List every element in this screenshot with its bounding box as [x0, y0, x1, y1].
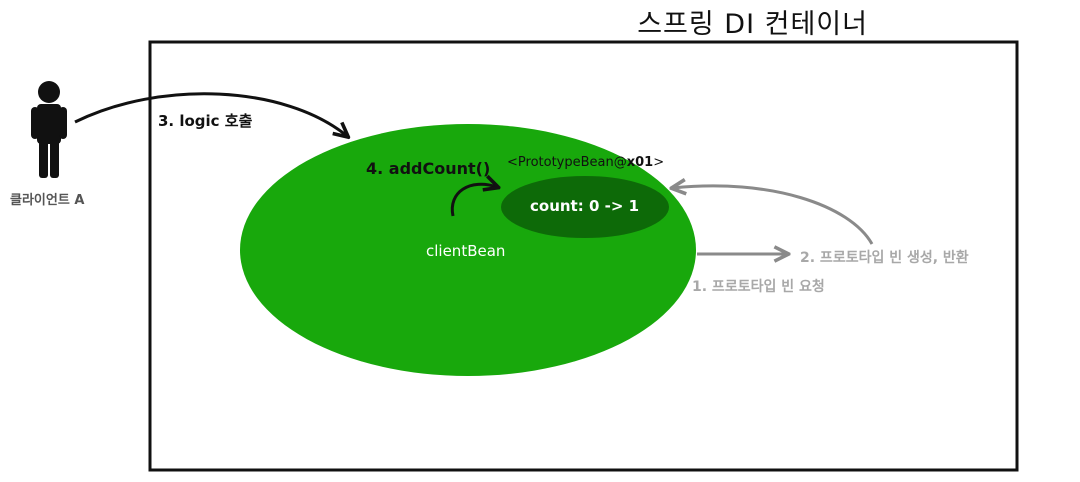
prototype-tag-suffix: > — [653, 155, 665, 170]
logic-call-label: 3. logic 호출 — [158, 112, 253, 130]
prototype-bean-tag: <PrototypeBean@x01> — [507, 155, 664, 170]
prototype-bean-ellipse — [499, 174, 671, 240]
client-person-icon — [31, 81, 67, 178]
client-bean-label: clientBean — [426, 242, 506, 260]
container-title: 스프링 DI 컨테이너 — [637, 9, 868, 40]
create-return-arrow — [673, 186, 874, 245]
prototype-tag-prefix: <PrototypeBean@ — [507, 155, 627, 170]
client-a-label: 클라이언트 A — [10, 193, 85, 208]
prototype-count-label: count: 0 -> 1 — [530, 197, 640, 215]
add-count-label: 4. addCount() — [366, 159, 491, 178]
create-return-label: 2. 프로토타입 빈 생성, 반환 — [800, 250, 969, 266]
add-count-arrow — [450, 184, 497, 217]
logic-call-arrow — [74, 92, 347, 136]
request-label: 1. 프로토타입 빈 요청 — [692, 279, 825, 295]
container-box — [148, 40, 1019, 472]
prototype-tag-address: x01 — [626, 155, 654, 170]
